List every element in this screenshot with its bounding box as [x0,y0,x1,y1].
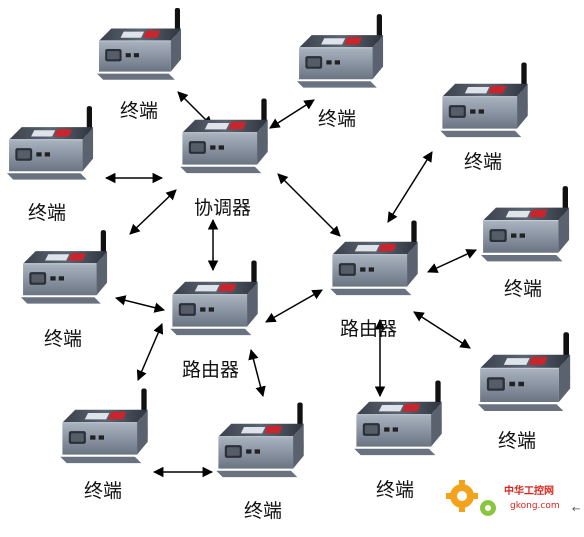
arrow-router-right-terminal8 [387,151,433,223]
router-device-left [169,259,259,336]
watermark-url: gkong.com [510,501,560,511]
router-label-left: 路由器 [182,359,239,381]
devices [6,7,571,478]
terminal-device-2 [296,13,384,89]
arrow-coordinator-router-right [277,173,341,237]
terminal-device-8 [439,61,529,138]
terminal-label-7: 终端 [244,500,282,522]
terminal-label-1: 终端 [120,100,158,122]
arrow-terminal4-coordinator [129,189,177,235]
terminal-device-11 [353,379,443,456]
terminal-label-3: 终端 [28,202,66,224]
labels: 终端 终端 协调器 终端 终端 路由器 终端 终端 路由器 终端 终端 终端 终… [28,100,542,522]
connections [104,91,477,478]
coordinator-label: 协调器 [194,197,251,219]
arrow-router-right-terminal9 [427,249,477,273]
router-label-right: 路由器 [340,318,397,340]
watermark-mark: ← [572,504,580,515]
arrow-router-left-terminal7 [248,348,266,398]
watermark-name: 中华工控网 [504,484,554,497]
terminal-label-6: 终端 [84,480,122,502]
terminal-device-4 [20,229,108,305]
arrow-terminal5-router-left [114,295,166,313]
terminal-label-10: 终端 [498,430,536,452]
watermark-logo: 中华工控网 gkong.com ← [446,480,580,516]
terminal-label-11: 终端 [376,479,414,501]
terminal-label-2: 终端 [318,108,356,130]
terminal-label-4: 终端 [44,328,82,350]
terminal-device-3 [6,105,94,181]
small-gear-icon [480,500,496,516]
terminal-device-9 [480,185,570,262]
arrow-terminal6-router-left [136,323,164,381]
coordinator-device [179,97,269,174]
terminal-device-7 [215,401,305,478]
terminal-label-9: 终端 [504,278,542,300]
router-device-right [329,219,419,296]
terminal-device-6 [59,387,149,464]
terminal-label-8: 终端 [464,151,502,173]
arrow-router-right-terminal10 [413,311,471,349]
terminal-device-10 [477,331,571,412]
arrow-router-left-router-right [265,289,323,323]
arrow-terminal2-coordinator [269,99,315,129]
terminal-device-1 [96,7,182,81]
gear-icon [446,480,478,512]
